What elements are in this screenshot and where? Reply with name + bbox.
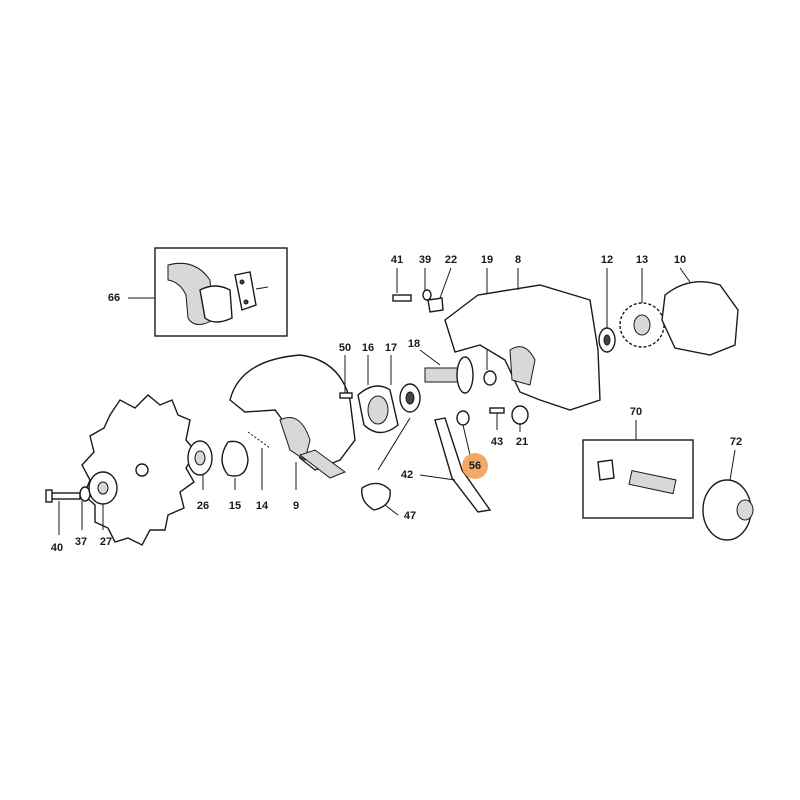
label-14[interactable]: 14 <box>255 500 269 512</box>
parts-41-39-22 <box>392 267 452 313</box>
parts-26-15-14 <box>187 431 271 490</box>
label-16[interactable]: 16 <box>361 342 375 354</box>
label-9[interactable]: 9 <box>292 500 300 512</box>
label-72[interactable]: 72 <box>729 436 743 448</box>
saw-blade <box>81 394 197 546</box>
parts-12-13-10 <box>598 267 739 356</box>
part-18-spindle <box>419 268 497 394</box>
part-66-box <box>128 247 288 337</box>
label-39[interactable]: 39 <box>418 254 432 266</box>
label-56[interactable]: 56 <box>468 460 482 472</box>
part-8-housing <box>444 268 601 411</box>
highlight-56 <box>462 453 488 479</box>
part-56-washer <box>456 410 471 456</box>
label-13[interactable]: 13 <box>635 254 649 266</box>
label-50[interactable]: 50 <box>338 342 352 354</box>
label-15[interactable]: 15 <box>228 500 242 512</box>
label-21[interactable]: 21 <box>515 436 529 448</box>
label-18[interactable]: 18 <box>407 338 421 350</box>
part-72-knob <box>702 449 754 541</box>
part-70-box <box>582 420 694 519</box>
label-27[interactable]: 27 <box>99 536 113 548</box>
parts-47-42 <box>361 417 492 516</box>
label-12[interactable]: 12 <box>600 254 614 266</box>
label-66[interactable]: 66 <box>107 292 121 304</box>
label-26[interactable]: 26 <box>196 500 210 512</box>
label-40[interactable]: 40 <box>50 542 64 554</box>
label-19[interactable]: 19 <box>480 254 494 266</box>
label-22[interactable]: 22 <box>444 254 458 266</box>
label-47[interactable]: 47 <box>403 510 417 522</box>
part-9-guard <box>229 354 356 490</box>
label-37[interactable]: 37 <box>74 536 88 548</box>
label-43[interactable]: 43 <box>490 436 504 448</box>
parts-43-21 <box>489 405 529 432</box>
label-17[interactable]: 17 <box>384 342 398 354</box>
parts-50-16-17 <box>339 355 421 434</box>
label-10[interactable]: 10 <box>673 254 687 266</box>
label-42[interactable]: 42 <box>400 469 414 481</box>
parts-40-37-27 <box>45 471 118 535</box>
label-70[interactable]: 70 <box>629 406 643 418</box>
label-41[interactable]: 41 <box>390 254 404 266</box>
label-8[interactable]: 8 <box>514 254 522 266</box>
